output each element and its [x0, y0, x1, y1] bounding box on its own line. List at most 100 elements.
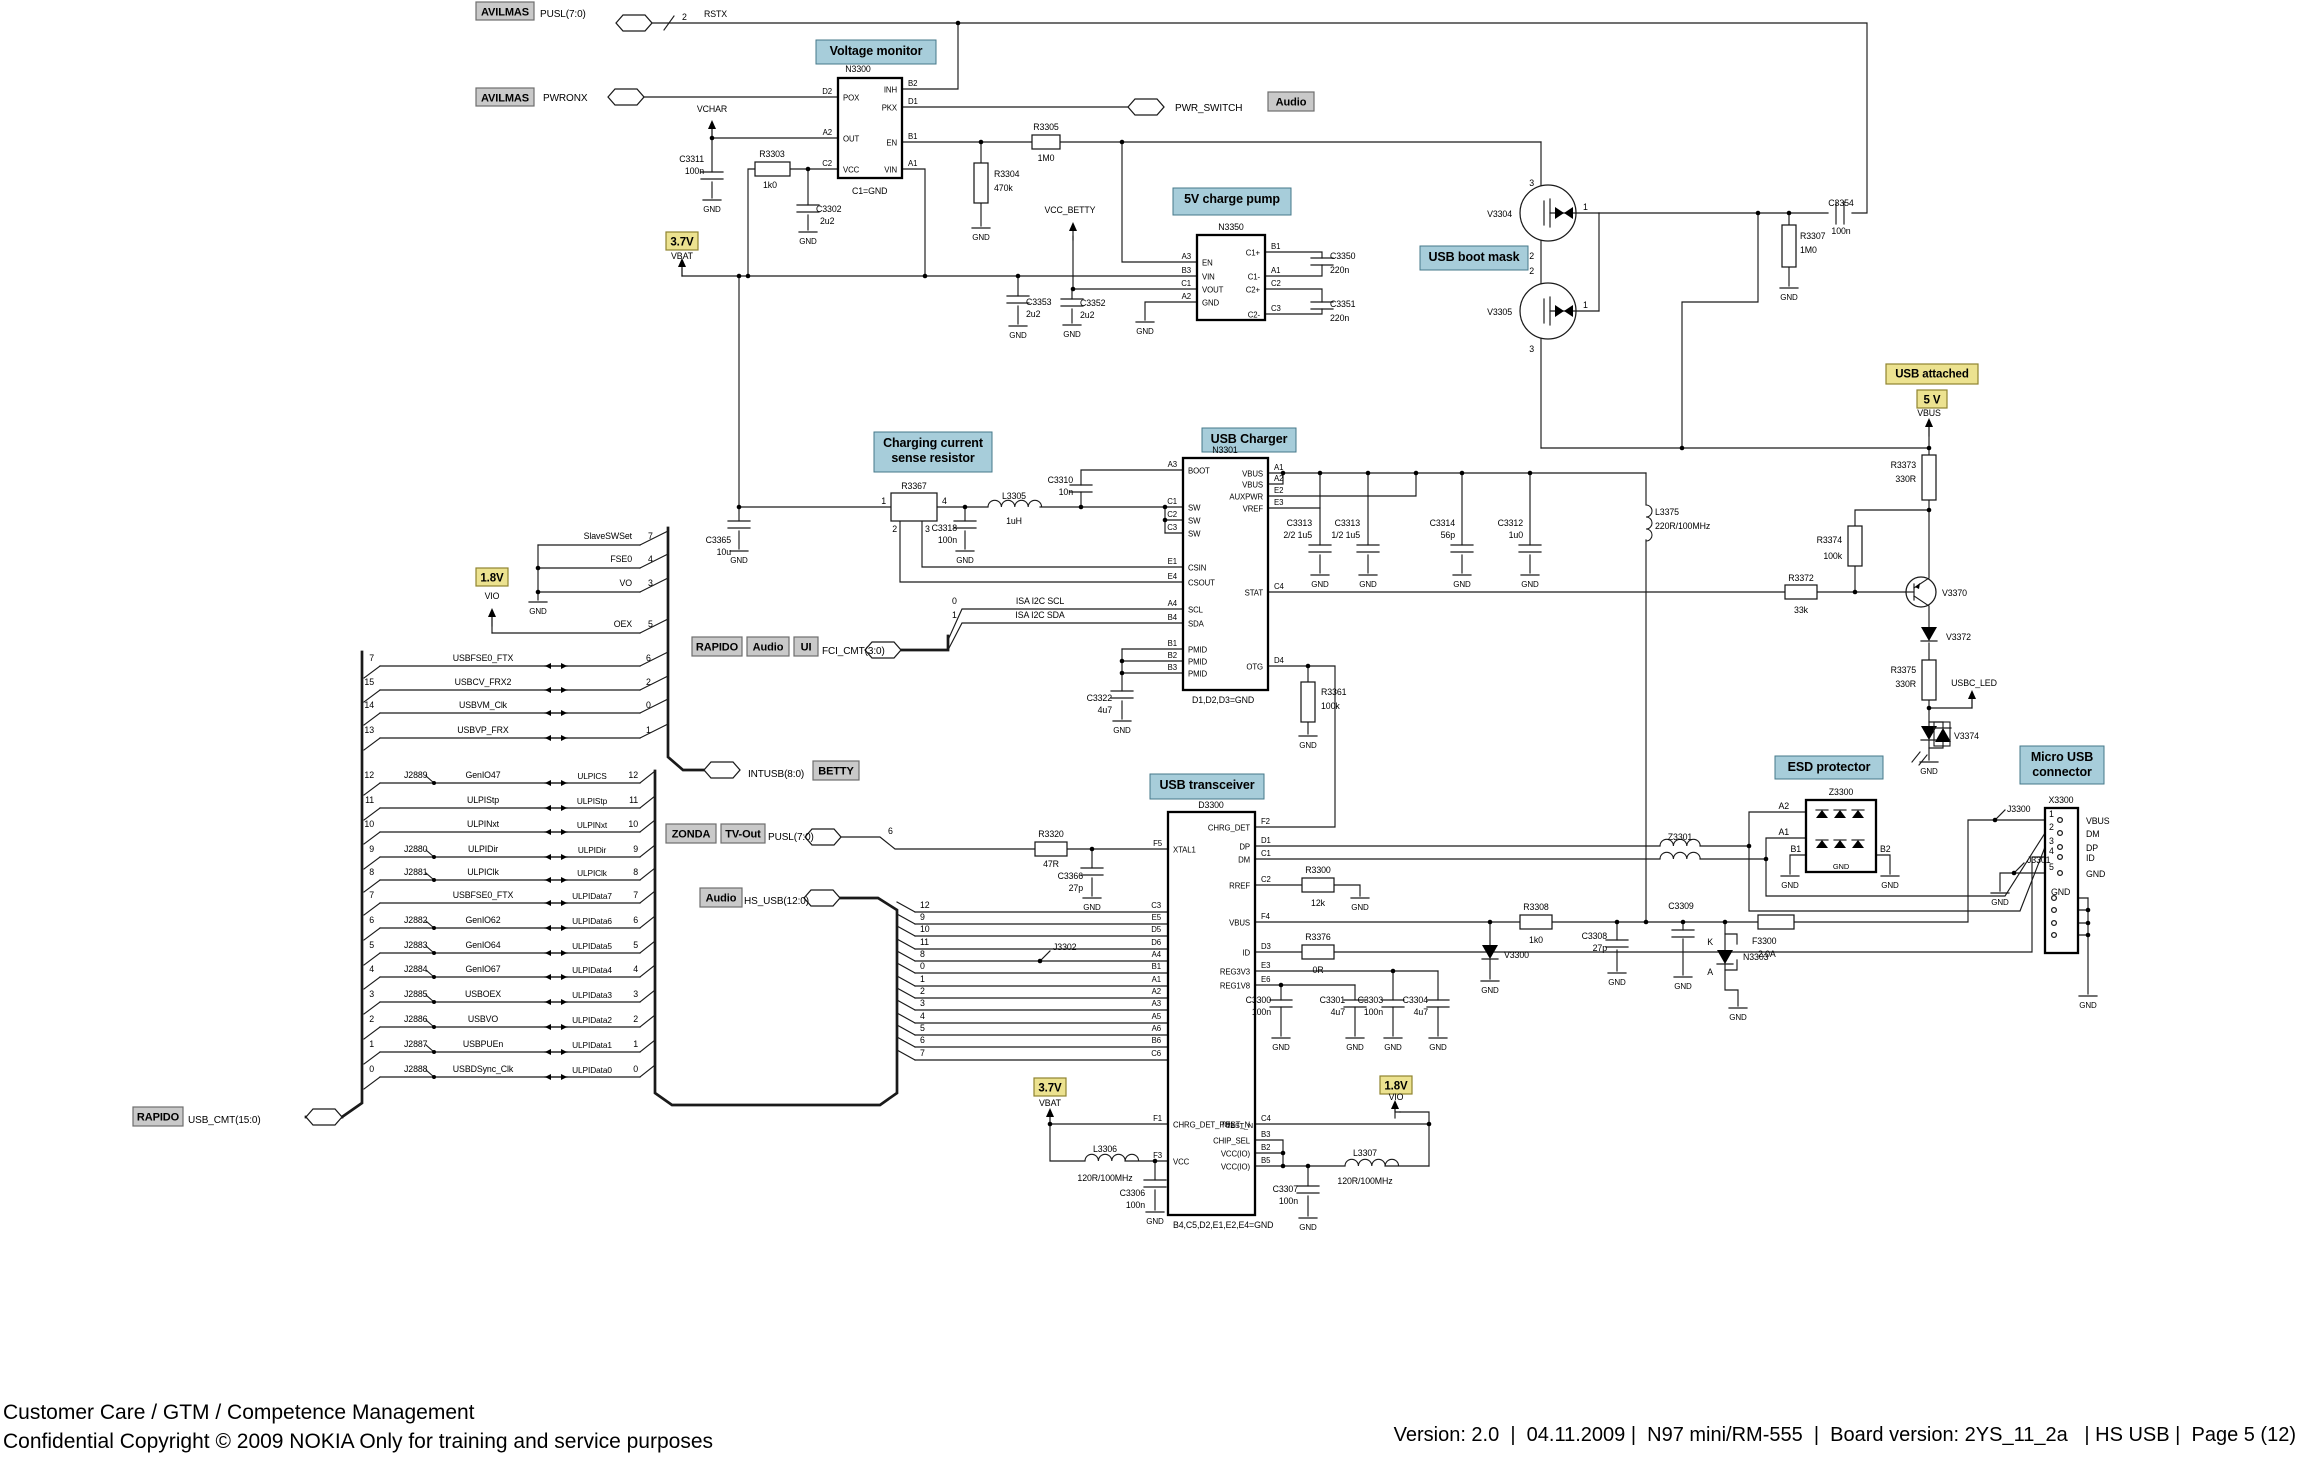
wire — [738, 275, 892, 508]
inductor — [1659, 851, 1701, 860]
voltage-tag — [1885, 363, 1979, 385]
pin-id: A3 — [1152, 999, 1161, 1008]
wire — [639, 770, 656, 784]
label: V3370 — [1942, 588, 1967, 598]
wire — [1121, 141, 1198, 263]
label: V3372 — [1946, 632, 1971, 642]
resistor — [1781, 224, 1797, 268]
label: 33k — [1794, 605, 1809, 615]
gnd-label: GND — [1881, 881, 1899, 890]
bus-bit-number: 0 — [646, 700, 651, 710]
label: 1 — [2049, 809, 2054, 819]
wire — [896, 962, 916, 974]
pin-circle — [2050, 919, 2058, 927]
wire — [639, 940, 656, 954]
junction-dot — [1487, 919, 1493, 925]
pin-circle — [2050, 906, 2058, 914]
junction-dot — [432, 951, 436, 955]
wire — [1254, 665, 1336, 828]
label: F3300 — [1752, 936, 1777, 946]
label: 2 — [1529, 251, 1534, 261]
net-label: GenIO64 — [466, 940, 501, 950]
pin-id: A4 — [1168, 599, 1178, 608]
label: ID — [2086, 853, 2095, 863]
diode — [1834, 840, 1846, 848]
label: C3318 — [932, 523, 958, 533]
label: 1M0 — [1038, 153, 1055, 163]
pin-id: B3 — [1261, 1130, 1270, 1139]
pin-name: SW — [1188, 530, 1201, 539]
wire — [2013, 862, 2025, 874]
pin-name: GND — [1202, 299, 1219, 308]
pin-name: DM — [1238, 856, 1250, 865]
gnd-label: GND — [1920, 767, 1938, 776]
label: 2/2 1u5 — [1283, 530, 1312, 540]
ic-box-N3301 — [1181, 456, 1270, 692]
gnd-label: GND — [956, 556, 974, 565]
resistor — [1301, 944, 1335, 960]
pin-id: E4 — [1168, 572, 1178, 581]
wire — [639, 964, 656, 978]
gnd-label: GND — [1113, 726, 1131, 735]
wire — [1267, 472, 1417, 497]
net-label: GenIO67 — [466, 964, 501, 974]
pin-name: RREF — [1229, 882, 1250, 891]
pin-id: B2 — [1261, 1143, 1270, 1152]
label: J3302 — [1053, 942, 1077, 952]
bidir-arrow-head — [545, 950, 551, 956]
label: 100k — [1823, 551, 1842, 561]
wire — [1724, 962, 1739, 1007]
diode — [1852, 840, 1864, 848]
label: C3310 — [1048, 475, 1074, 485]
junction-dot — [2085, 920, 2091, 926]
junction-dot — [432, 855, 436, 859]
junction-dot — [432, 926, 436, 930]
bus-bit-number: 10 — [628, 819, 638, 829]
pin-id: A4 — [1152, 950, 1162, 959]
label: D1,D2,D3=GND — [1192, 695, 1254, 705]
wire — [363, 1026, 381, 1040]
label: 1k0 — [763, 180, 777, 190]
pin-name: ID — [1242, 949, 1250, 958]
bus-bit-number: 9 — [920, 912, 925, 922]
junction-dot — [1746, 843, 1752, 849]
page-tag — [475, 1, 535, 21]
bidir-arrow-head — [561, 999, 567, 1005]
gnd-label: GND — [1453, 580, 1471, 589]
label: X3300 — [2049, 795, 2074, 805]
wire — [896, 1024, 916, 1036]
label: C3352 — [1080, 298, 1106, 308]
bus-bit-number: 12 — [920, 900, 930, 910]
wire — [896, 1012, 916, 1024]
wire — [1699, 837, 1807, 860]
pin-name: VBUS — [1242, 481, 1263, 490]
label: HS_USB(12:0) — [744, 896, 809, 907]
label: 6 — [888, 826, 893, 836]
inductor — [1645, 504, 1653, 542]
bus-bit-number: 14 — [364, 700, 374, 710]
pin-id: A2 — [823, 128, 832, 137]
voltage-tag-label: USB attached — [1895, 369, 1969, 381]
wire — [639, 795, 656, 809]
junction-dot — [1614, 919, 1620, 925]
label: 3 — [1529, 178, 1534, 188]
pin-id: A2 — [1182, 292, 1191, 301]
bus-bit-number: 9 — [369, 844, 374, 854]
bus-bit-number: 2 — [920, 986, 925, 996]
page-tag-label: Audio — [1276, 97, 1307, 109]
label: 12k — [1311, 898, 1326, 908]
label: 220n — [1330, 265, 1349, 275]
wire — [639, 867, 656, 881]
label: 27p — [1593, 943, 1608, 953]
wire — [1999, 872, 2046, 892]
wire — [896, 950, 916, 962]
pnp-arrow — [1915, 583, 1920, 589]
bus-bit-number: 4 — [633, 964, 638, 974]
gnd-label: GND — [1311, 580, 1329, 589]
pin-name: SW — [1188, 504, 1201, 513]
wire — [896, 925, 916, 937]
pin-name: CSOUT — [1188, 579, 1215, 588]
pin-id: E3 — [1274, 498, 1283, 507]
wire — [639, 1014, 656, 1028]
